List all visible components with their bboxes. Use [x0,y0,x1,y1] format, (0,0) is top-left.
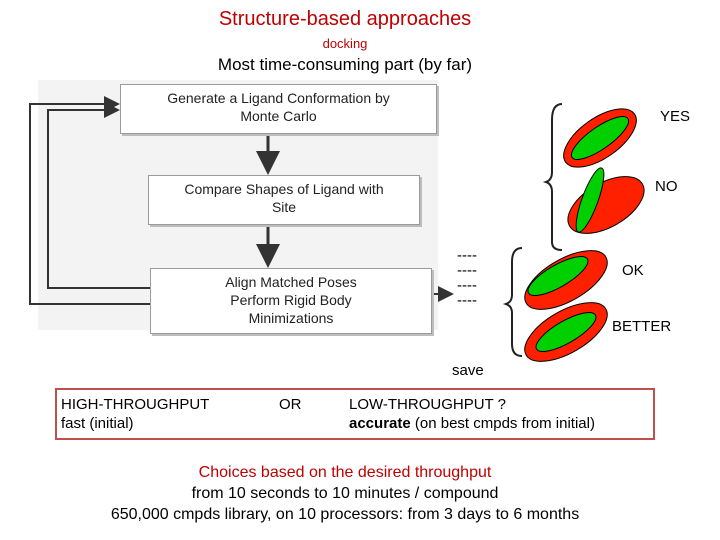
step3-line2: Perform Rigid Body [230,292,352,308]
slide-title: Structure-based approaches [218,8,472,30]
loop-line-inner [47,102,150,289]
dash-line: ---- [457,262,477,279]
pose-yes-label: YES [660,108,691,125]
footer-line-3: 650,000 cmpds library, on 10 processors:… [110,506,580,523]
step2-line1: Compare Shapes of Ligand with [184,181,384,197]
step1-line2: Monte Carlo [240,108,317,124]
step-compare-shapes: Compare Shapes of Ligand with Site [148,175,420,225]
step1-line1: Generate a Ligand Conformation by [167,90,390,106]
high-throughput-block: HIGH-THROUGHPUT fast (initial) [61,395,209,433]
low-throughput-desc: accurate (on best cmpds from initial) [349,414,595,433]
pose-better-shape [524,302,608,362]
pose-no-label: NO [655,178,678,195]
loop-line-outer [29,96,150,305]
low-throughput-title: LOW-THROUGHPUT ? [349,396,506,413]
step3-line1: Align Matched Poses [225,274,357,290]
step3-line3: Minimizations [248,310,334,326]
pose-yes-shape [563,108,637,168]
throughput-choice-box: HIGH-THROUGHPUT fast (initial) OR LOW-TH… [55,388,655,440]
dash-line: ---- [457,247,477,264]
step-align-minimize: Align Matched Poses Perform Rigid Body M… [150,268,432,334]
dash-line: ---- [457,277,477,294]
headline: Most time-consuming part (by far) [217,55,473,74]
pose-ok-label: OK [622,262,644,279]
pose-better-label: BETTER [612,318,672,335]
bracket-yes-no [542,103,563,251]
accurate-word: accurate [349,415,411,432]
footer-line-1: Choices based on the desired throughput [198,464,492,481]
bracket-ok-better [502,247,523,357]
save-label: save [452,362,484,379]
footer-line-2: from 10 seconds to 10 minutes / compound [191,485,499,502]
pose-ok-shape [524,250,608,310]
step-generate-conformation: Generate a Ligand Conformation by Monte … [120,84,437,134]
slide-subtitle: docking [322,36,368,51]
pose-no-shape [567,167,645,234]
high-throughput-desc: fast (initial) [61,415,134,432]
step2-line2: Site [271,199,297,215]
high-throughput-title: HIGH-THROUGHPUT [61,396,210,413]
dash-line: ---- [457,292,477,309]
low-throughput-block: LOW-THROUGHPUT ? accurate (on best cmpds… [349,395,595,433]
or-label: OR [279,396,302,413]
low-throughput-rest: (on best cmpds from initial) [410,415,595,432]
output-dashes: ---- ---- ---- ---- [457,248,477,308]
